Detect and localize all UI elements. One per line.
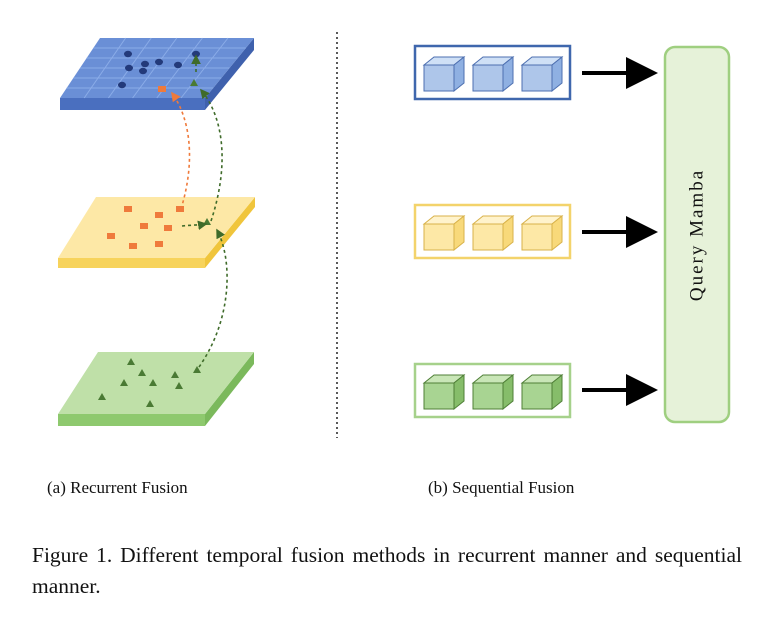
cube-icon [422, 214, 466, 252]
green-triangle-marker [190, 79, 198, 86]
green-feature-plane [58, 352, 254, 426]
cube-icon [422, 55, 466, 93]
fusion-diagram: Query Mamba [58, 32, 731, 438]
cube-icon [520, 55, 564, 93]
sequential-fusion-caption: (b) Sequential Fusion [428, 478, 575, 497]
cube-icon [471, 55, 515, 93]
figure-caption: Figure 1. Different temporal fusion meth… [32, 543, 742, 598]
orange-dashed-arrow [171, 91, 191, 210]
cube-icon [520, 214, 564, 252]
yellow-feature-plane [58, 197, 255, 268]
orange-square-marker [158, 86, 166, 92]
sequential-fusion-panel: Query Mamba [413, 44, 731, 424]
yellow-cube-row [413, 203, 572, 260]
orange-square-markers [107, 206, 184, 249]
query-mamba-label: Query Mamba [687, 169, 708, 301]
green-dashed-arrow-short [181, 220, 208, 231]
cube-icon [471, 214, 515, 252]
blue-cube-row [413, 44, 572, 101]
green-triangle-markers [98, 358, 201, 407]
cube-icon [422, 373, 466, 411]
blue-dot-markers [118, 50, 200, 89]
cube-icon [471, 373, 515, 411]
query-mamba-block [663, 45, 731, 424]
recurrent-fusion-caption: (a) Recurrent Fusion [47, 478, 188, 497]
recurrent-fusion-panel [58, 37, 255, 426]
cube-icon [520, 373, 564, 411]
green-dashed-arrow-lower [198, 228, 228, 368]
blue-feature-plane [60, 37, 254, 110]
green-cube-row [413, 362, 572, 419]
green-dashed-arrow-upper [199, 88, 223, 222]
